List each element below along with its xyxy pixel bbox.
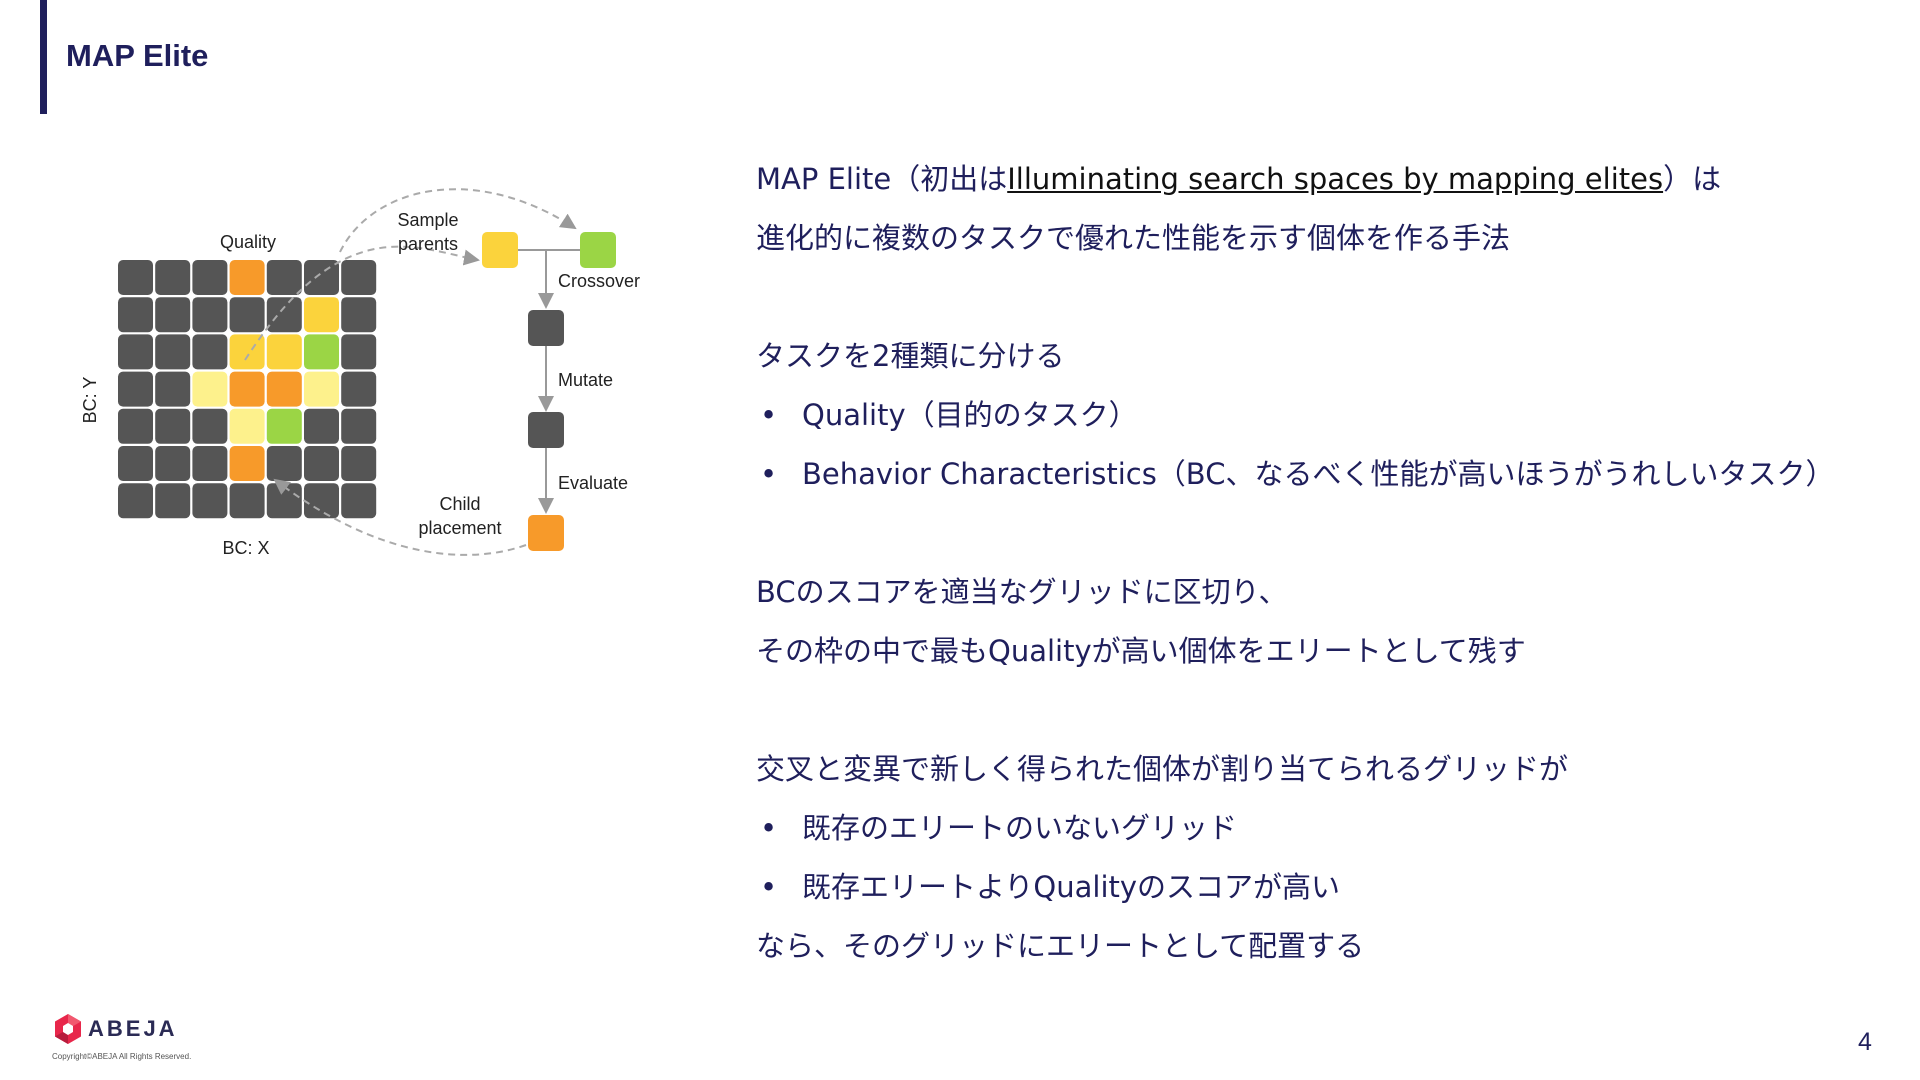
grid-cell — [341, 371, 377, 407]
bc-line-2: その枠の中で最もQualityが高い個体をエリートとして残す — [756, 634, 1526, 668]
page-number: 4 — [1858, 1028, 1872, 1056]
sample-label-2: parents — [398, 234, 458, 254]
grid-cell — [118, 260, 153, 295]
grid-cell — [118, 297, 153, 333]
grid-cell — [229, 408, 265, 444]
slide-body: MAP Elite（初出はIlluminating search spaces … — [756, 150, 1886, 976]
bc-line-1: BCのスコアを適当なグリッドに区切り、 — [756, 575, 1288, 609]
grid-cell — [192, 408, 228, 444]
child-label-1: Child — [439, 494, 480, 514]
grid-cell — [118, 334, 153, 370]
grid-cell — [118, 408, 153, 444]
evaluate-label: Evaluate — [558, 473, 628, 493]
grid-cell — [341, 260, 377, 295]
split-item-text: Quality（目的のタスク） — [802, 398, 1138, 432]
grid-cell — [192, 297, 228, 333]
quality-label: Quality — [220, 232, 276, 252]
grid-cell — [266, 408, 302, 444]
intro-line-2: 進化的に複数のタスクで優れた性能を示す個体を作る手法 — [756, 221, 1511, 255]
grid-cell — [304, 446, 339, 481]
bullet: • — [760, 870, 778, 904]
grid-cell — [341, 446, 377, 481]
grid-cell — [304, 408, 339, 444]
split-item-bc: • Behavior Characteristics（BC、なるべく性能が高いほう… — [756, 445, 1886, 504]
placement-arrow — [273, 478, 527, 556]
grid-cell — [192, 446, 228, 481]
grid-cell — [192, 260, 228, 295]
grid-cell — [229, 446, 265, 481]
abeja-logo: ABEJA — [52, 1013, 175, 1049]
copyright: Copyright©ABEJA All Rights Reserved. — [52, 1052, 192, 1061]
sample-label-1: Sample — [397, 210, 458, 230]
grid-cell — [155, 483, 191, 519]
mutate-label: Mutate — [558, 370, 613, 390]
assign-heading: 交叉と変異で新しく得られた個体が割り当てられるグリッドが — [756, 752, 1569, 786]
grid-cell — [341, 297, 377, 333]
slide-title: MAP Elite — [66, 38, 209, 73]
bullet: • — [760, 811, 778, 845]
bc-x-label: BC: X — [222, 538, 269, 558]
grid-cell — [266, 297, 302, 333]
grid-cell — [229, 260, 265, 295]
assign-item-text: 既存エリートよりQualityのスコアが高い — [802, 870, 1341, 904]
grid-cell — [155, 334, 191, 370]
grid-cell — [304, 371, 339, 407]
parent-b-square — [580, 232, 616, 268]
grid-cell — [118, 483, 153, 519]
grid-cell — [266, 446, 302, 481]
grid-cell — [192, 483, 228, 519]
assign-item-empty: • 既存のエリートのいないグリッド — [756, 799, 1886, 858]
grid-cell — [266, 334, 302, 370]
split-item-quality: • Quality（目的のタスク） — [756, 386, 1886, 445]
paper-link[interactable]: Illuminating search spaces by mapping el… — [1007, 162, 1664, 196]
grid-cell — [341, 334, 377, 370]
grid-cell — [229, 334, 265, 370]
grid-cell — [341, 483, 377, 519]
assign-footer: なら、そのグリッドにエリートとして配置する — [756, 929, 1365, 963]
logo-text: ABEJA — [88, 1016, 178, 1041]
grid-cell — [155, 371, 191, 407]
title-accent-bar — [40, 0, 47, 114]
grid-cell — [229, 483, 265, 519]
grid-cell — [304, 334, 339, 370]
sample-arrow-upper — [339, 188, 577, 253]
intro-line-1: MAP Elite（初出はIlluminating search spaces … — [756, 150, 1886, 209]
intro-suffix: ）は — [1663, 162, 1722, 196]
grid-cell — [155, 260, 191, 295]
abeja-logo-icon — [55, 1014, 81, 1044]
grid-cell — [229, 297, 265, 333]
grid-cell — [155, 408, 191, 444]
grid-cell — [266, 260, 302, 295]
grid-cell — [304, 260, 339, 295]
grid-cell — [118, 371, 153, 407]
child-label-2: placement — [418, 518, 501, 538]
bc-y-label: BC: Y — [80, 377, 100, 424]
grid-cell — [266, 483, 302, 519]
archive-grid — [118, 260, 377, 519]
grid-cell — [266, 371, 302, 407]
grid-cell — [192, 371, 228, 407]
bullet: • — [760, 398, 778, 432]
parent-a-square — [482, 232, 518, 268]
grid-cell — [118, 446, 153, 481]
assign-item-text: 既存のエリートのいないグリッド — [802, 811, 1238, 845]
bullet: • — [760, 457, 778, 491]
grid-cell — [304, 483, 339, 519]
child-square — [528, 515, 564, 551]
grid-cell — [192, 334, 228, 370]
map-elite-diagram: Quality BC: Y BC: X Sample parents Cross… — [80, 188, 640, 558]
intro-prefix: MAP Elite（初出は — [756, 162, 1008, 196]
assign-item-better: • 既存エリートよりQualityのスコアが高い — [756, 858, 1886, 917]
grid-cell — [229, 371, 265, 407]
crossover-label: Crossover — [558, 271, 640, 291]
grid-cell — [341, 408, 377, 444]
crossover-child-square — [528, 310, 564, 346]
split-item-text: Behavior Characteristics（BC、なるべく性能が高いほうが… — [802, 457, 1835, 491]
grid-cell — [155, 297, 191, 333]
grid-cell — [155, 446, 191, 481]
split-heading: タスクを2種類に分ける — [756, 339, 1065, 373]
sample-arrow-lower — [244, 245, 480, 361]
grid-cell — [304, 297, 339, 333]
mutated-square — [528, 412, 564, 448]
